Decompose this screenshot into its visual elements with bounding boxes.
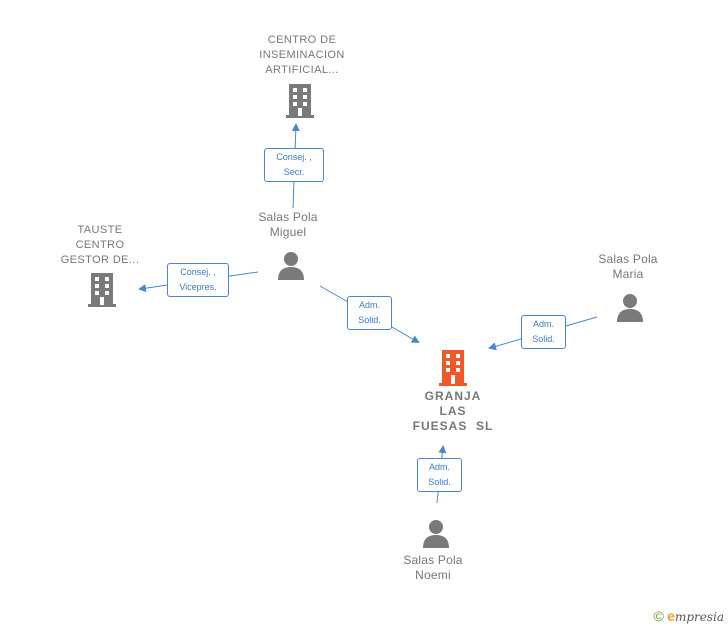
label-line: Salas Pola [598,252,658,266]
label-line: CENTRO [75,239,125,251]
person-label-noemi[interactable]: Salas Pola Noemi [383,553,483,583]
person-label-maria[interactable]: Salas Pola Maria [578,252,678,282]
brand-logo-initial: e [667,608,675,624]
label-line: Miguel [269,225,307,239]
edge-label-miguel-tauste[interactable]: Consej. , Vicepres. [167,263,229,297]
label-line: CENTRO DE [267,34,337,46]
label-line: Salas Pola [258,210,318,224]
label-line: Salas Pola [403,553,463,567]
edge-label-line: Secr. [283,167,305,177]
company-label-centro-inseminacion[interactable]: CENTRO DE INSEMINACION ARTIFICIAL... [230,33,374,78]
label-line: TAUSTE [77,224,123,236]
footer-watermark: © empresia [653,608,724,624]
label-line: LAS [439,404,467,418]
brand-logo-text: mpresia [674,610,724,624]
label-line: GESTOR DE... [60,254,140,266]
edge-label-line: Adm. [532,319,554,329]
person-icon[interactable] [275,250,307,280]
building-icon-main[interactable] [437,350,469,386]
company-label-tauste[interactable]: TAUSTE CENTRO GESTOR DE... [48,223,152,268]
building-icon[interactable] [284,84,316,118]
label-line: FUESAS SL [412,419,494,433]
edge-label-miguel-centro[interactable]: Consej. , Secr. [264,148,324,182]
edge-label-line: Solid. [428,477,451,487]
edge-label-maria-granja[interactable]: Adm. Solid. [521,315,566,349]
edge-label-line: Consej. , [276,152,312,162]
edge-label-line: Vicepres. [179,282,217,292]
edge-label-line: Solid. [532,334,555,344]
person-icon[interactable] [420,518,452,548]
label-line: INSEMINACION [259,49,345,61]
edge-label-line: Adm. [358,300,380,310]
edge-label-line: Solid. [358,315,381,325]
person-icon[interactable] [614,292,646,322]
copyright-symbol: © [653,608,664,624]
building-icon[interactable] [86,273,118,307]
person-label-miguel[interactable]: Salas Pola Miguel [238,210,338,240]
edge-label-noemi-granja[interactable]: Adm. Solid. [417,458,462,492]
label-line: GRANJA [424,389,482,403]
company-label-granja-las-fuesas[interactable]: GRANJA LAS FUESAS SL [383,389,523,434]
edge-label-line: Adm. [428,462,450,472]
label-line: ARTIFICIAL... [265,64,339,76]
edge-label-line: Consej. , [180,267,216,277]
label-line: Noemi [415,568,451,582]
label-line: Maria [612,267,644,281]
edge-label-miguel-granja[interactable]: Adm. Solid. [347,296,392,330]
